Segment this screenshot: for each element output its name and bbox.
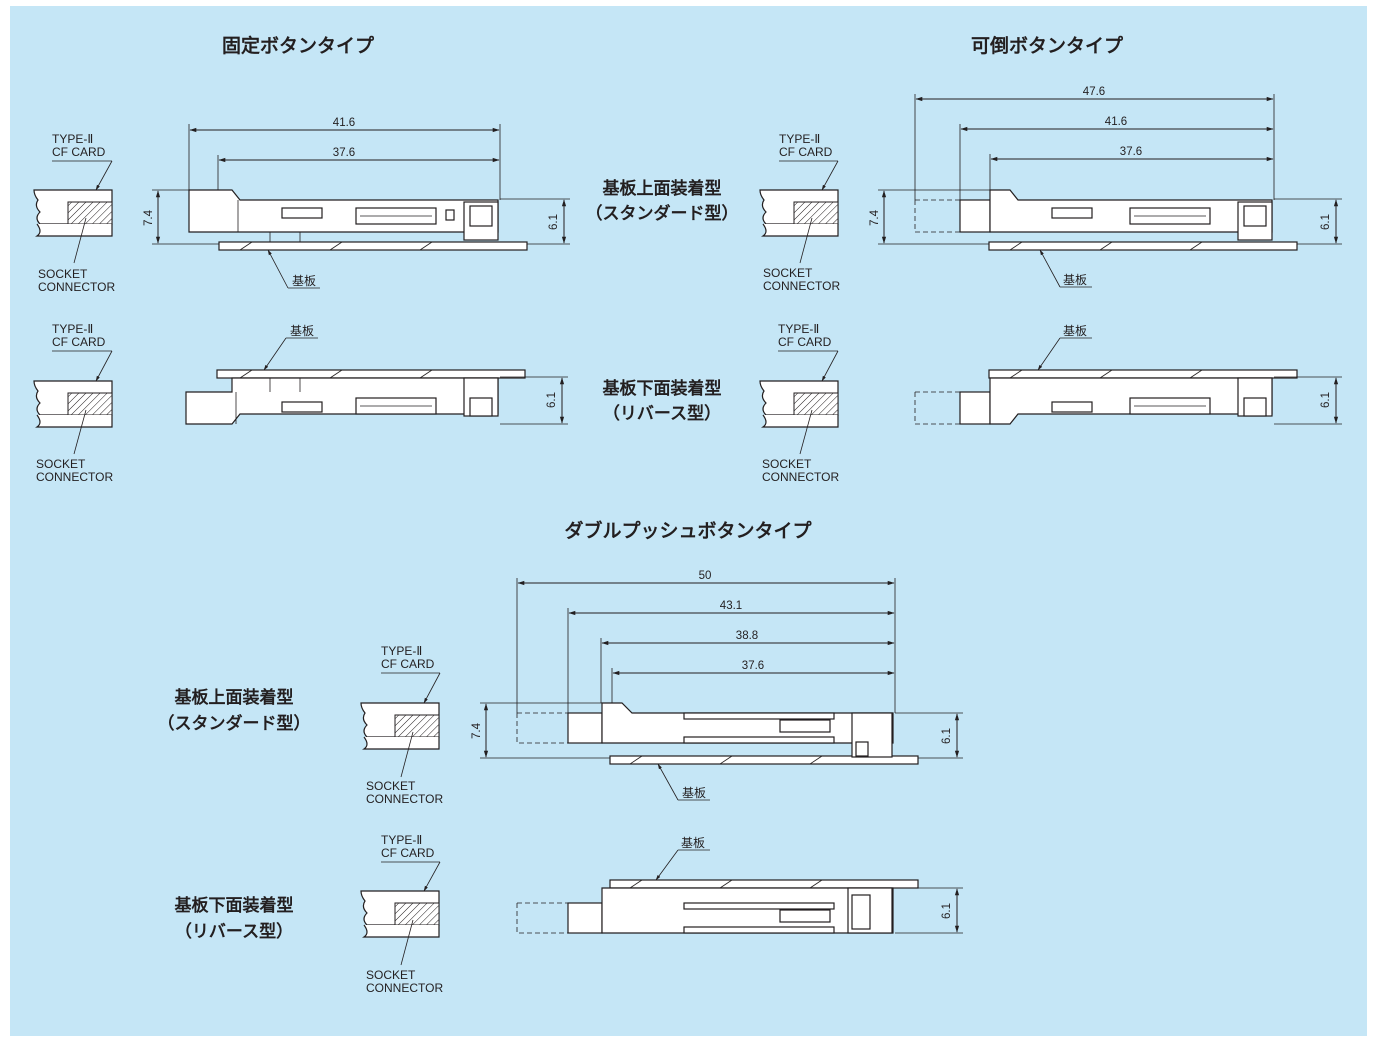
svg-text:50: 50 xyxy=(699,570,712,582)
svg-text:CONNECTOR: CONNECTOR xyxy=(366,981,443,995)
svg-text:SOCKET: SOCKET xyxy=(763,266,813,280)
background-panel xyxy=(10,6,1367,1036)
mount-bottom-label: 基板下面装着型 xyxy=(602,378,722,399)
card-socket-symbol: TYPE-Ⅱ CF CARD SOCKET CONNECTOR xyxy=(759,132,840,293)
svg-text:TYPE-Ⅱ: TYPE-Ⅱ xyxy=(52,132,93,146)
svg-text:CF CARD: CF CARD xyxy=(779,145,833,159)
svg-text:CF CARD: CF CARD xyxy=(52,145,106,159)
svg-text:CF CARD: CF CARD xyxy=(381,657,435,671)
svg-text:38.8: 38.8 xyxy=(736,630,758,642)
svg-text:基板: 基板 xyxy=(1063,324,1087,338)
svg-text:6.1: 6.1 xyxy=(1320,392,1332,408)
svg-text:基板: 基板 xyxy=(1063,273,1087,287)
svg-text:7.4: 7.4 xyxy=(471,722,483,739)
mount-top-sublabel-double: （スタンダード型） xyxy=(158,713,311,734)
svg-text:SOCKET: SOCKET xyxy=(762,457,812,471)
svg-text:基板: 基板 xyxy=(290,324,314,338)
card-socket-symbol: TYPE-Ⅱ CF CARD SOCKET CONNECTOR xyxy=(360,833,443,995)
svg-text:基板: 基板 xyxy=(681,836,705,850)
svg-text:SOCKET: SOCKET xyxy=(366,968,416,982)
svg-text:CF CARD: CF CARD xyxy=(778,335,832,349)
svg-text:SOCKET: SOCKET xyxy=(36,457,86,471)
heading-double-push-type: ダブルプッシュボタンタイプ xyxy=(564,519,812,542)
heading-fixed-type: 固定ボタンタイプ xyxy=(222,34,375,57)
svg-text:基板: 基板 xyxy=(292,274,316,288)
svg-text:CONNECTOR: CONNECTOR xyxy=(762,470,839,484)
svg-text:41.6: 41.6 xyxy=(333,117,355,129)
connector-fixed-top: 41.6 37.6 7.4 6.1 基板 xyxy=(143,117,570,289)
svg-text:7.4: 7.4 xyxy=(869,209,881,226)
connector-double-top: 50 43.1 38.8 37.6 7.4 6.1 基板 xyxy=(471,570,963,801)
card-socket-symbol: TYPE-Ⅱ CF CARD SOCKET CONNECTOR xyxy=(759,322,839,484)
svg-text:SOCKET: SOCKET xyxy=(366,779,416,793)
svg-text:7.4: 7.4 xyxy=(143,209,155,226)
svg-text:SOCKET: SOCKET xyxy=(38,267,88,281)
svg-text:6.1: 6.1 xyxy=(1320,214,1332,230)
card-socket-symbol: TYPE-Ⅱ CF CARD SOCKET CONNECTOR xyxy=(33,132,115,294)
svg-text:CF CARD: CF CARD xyxy=(381,846,435,860)
svg-text:43.1: 43.1 xyxy=(720,600,742,612)
svg-text:CONNECTOR: CONNECTOR xyxy=(38,280,115,294)
svg-text:TYPE-Ⅱ: TYPE-Ⅱ xyxy=(778,322,819,336)
card-socket-symbol: TYPE-Ⅱ CF CARD SOCKET CONNECTOR xyxy=(360,644,443,806)
card-socket-symbol: TYPE-Ⅱ CF CARD SOCKET CONNECTOR xyxy=(33,322,113,484)
svg-text:TYPE-Ⅱ: TYPE-Ⅱ xyxy=(52,322,93,336)
svg-text:6.1: 6.1 xyxy=(546,392,558,408)
mount-top-label-double: 基板上面装着型 xyxy=(174,687,294,708)
mount-top-sublabel: （スタンダード型） xyxy=(586,203,739,224)
svg-text:37.6: 37.6 xyxy=(333,147,355,159)
heading-reversible-type: 可倒ボタンタイプ xyxy=(971,34,1124,57)
svg-text:6.1: 6.1 xyxy=(941,728,953,744)
connector-reversible-bottom: 6.1 基板 xyxy=(914,324,1342,425)
svg-text:CONNECTOR: CONNECTOR xyxy=(36,470,113,484)
connector-double-bottom: 6.1 基板 xyxy=(516,836,963,934)
svg-text:6.1: 6.1 xyxy=(548,214,560,230)
svg-text:TYPE-Ⅱ: TYPE-Ⅱ xyxy=(381,833,422,847)
connector-reversible-top: 47.6 41.6 37.6 7.4 6.1 基板 xyxy=(869,86,1342,288)
svg-text:CONNECTOR: CONNECTOR xyxy=(763,279,840,293)
svg-text:TYPE-Ⅱ: TYPE-Ⅱ xyxy=(779,132,820,146)
svg-text:41.6: 41.6 xyxy=(1105,116,1127,128)
mount-top-label: 基板上面装着型 xyxy=(602,178,722,199)
svg-text:47.6: 47.6 xyxy=(1083,86,1105,98)
connector-fixed-bottom: 6.1 基板 xyxy=(185,324,568,425)
svg-text:37.6: 37.6 xyxy=(742,660,764,672)
svg-text:TYPE-Ⅱ: TYPE-Ⅱ xyxy=(381,644,422,658)
mount-bottom-sublabel: （リバース型） xyxy=(603,403,721,424)
svg-text:CF CARD: CF CARD xyxy=(52,335,106,349)
mount-bottom-label-double: 基板下面装着型 xyxy=(174,895,294,916)
mount-bottom-sublabel-double: （リバース型） xyxy=(175,921,293,942)
svg-text:CONNECTOR: CONNECTOR xyxy=(366,792,443,806)
svg-text:基板: 基板 xyxy=(682,786,706,800)
svg-text:37.6: 37.6 xyxy=(1120,146,1142,158)
svg-text:6.1: 6.1 xyxy=(941,903,953,919)
